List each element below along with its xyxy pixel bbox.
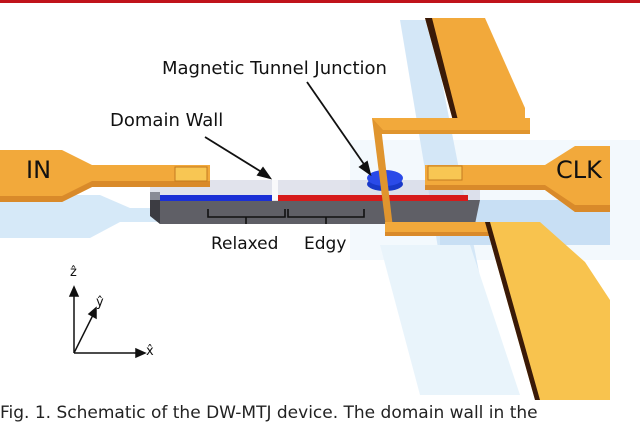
mtj-label: Magnetic Tunnel Junction — [162, 58, 387, 79]
edgy-domain — [278, 195, 468, 201]
in-label: IN — [26, 156, 52, 184]
clk-label: CLK — [556, 156, 602, 184]
x-axis-label: x̂ — [146, 344, 154, 359]
annotation-arrows — [204, 81, 372, 180]
region-brackets — [207, 209, 365, 224]
clk-pad — [425, 146, 610, 212]
header-accent-bar — [0, 0, 640, 3]
domain-wall-label: Domain Wall — [110, 110, 224, 131]
relaxed-label: Relaxed — [211, 234, 279, 254]
axes-triad — [68, 285, 147, 359]
relaxed-domain — [160, 195, 272, 201]
in-pad — [0, 150, 210, 202]
domain-wall-marker — [272, 180, 278, 201]
y-axis-label: ŷ — [96, 295, 104, 310]
edgy-label: Edgy — [304, 234, 347, 254]
lower-pad — [485, 222, 610, 400]
upper-pad — [380, 18, 530, 134]
clock-bridge — [372, 118, 530, 236]
z-axis-label: ẑ — [70, 265, 77, 280]
figure-caption: Fig. 1. Schematic of the DW-MTJ device. … — [0, 403, 538, 423]
